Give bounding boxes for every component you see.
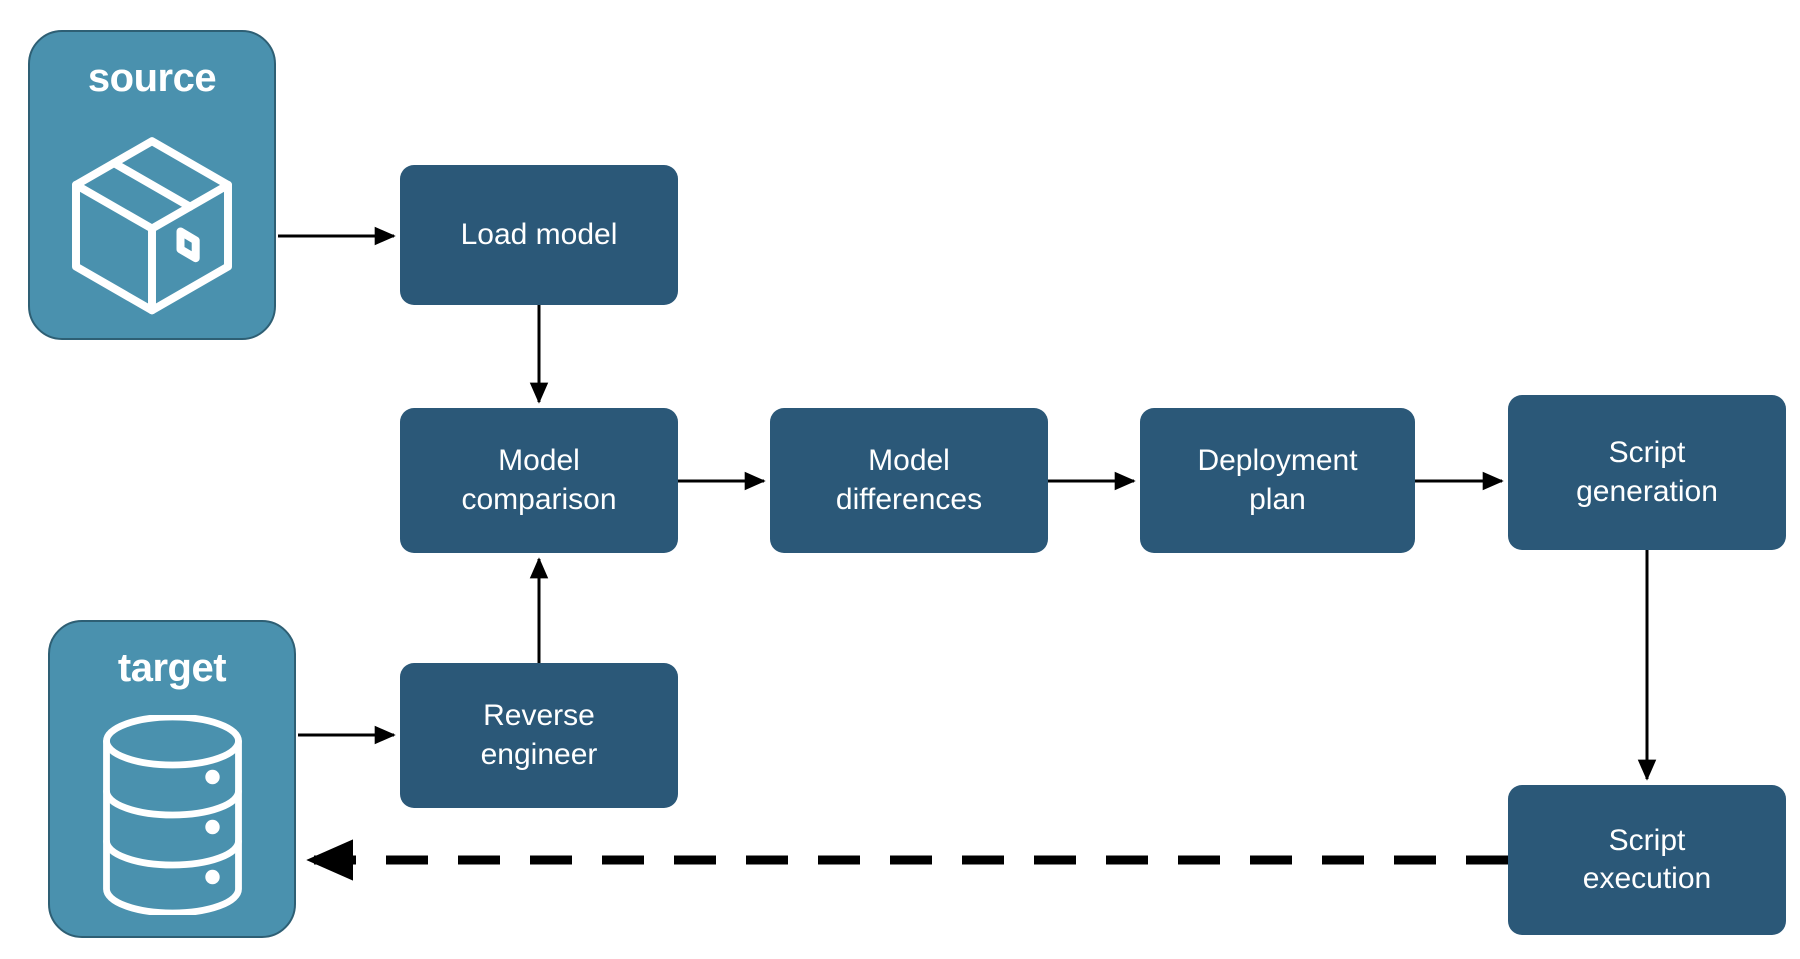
node-reverse-engineer-label: Reverse engineer xyxy=(480,699,598,771)
node-deployment-plan-label: Deployment plan xyxy=(1197,444,1358,516)
node-script-execution-label: Script execution xyxy=(1582,823,1712,895)
node-model-comparison[interactable]: Model comparison xyxy=(400,408,678,553)
node-script-generation[interactable]: Script generation xyxy=(1508,395,1786,550)
node-script-execution[interactable]: Script execution xyxy=(1508,785,1786,935)
source-card-title: source xyxy=(87,56,217,100)
package-box-icon xyxy=(30,104,274,338)
database-cylinder-icon xyxy=(50,694,294,936)
target-card-title: target xyxy=(117,646,227,690)
node-load-model[interactable]: Load model xyxy=(400,165,678,305)
target-card[interactable]: target xyxy=(48,620,296,938)
node-load-model-label: Load model xyxy=(460,217,618,251)
node-deployment-plan[interactable]: Deployment plan xyxy=(1140,408,1415,553)
source-card[interactable]: source xyxy=(28,30,276,340)
node-model-comparison-label: Model comparison xyxy=(461,444,617,516)
node-reverse-engineer[interactable]: Reverse engineer xyxy=(400,663,678,808)
node-script-generation-label: Script generation xyxy=(1576,436,1718,508)
node-model-differences-label: Model differences xyxy=(835,444,983,516)
node-model-differences[interactable]: Model differences xyxy=(770,408,1048,553)
